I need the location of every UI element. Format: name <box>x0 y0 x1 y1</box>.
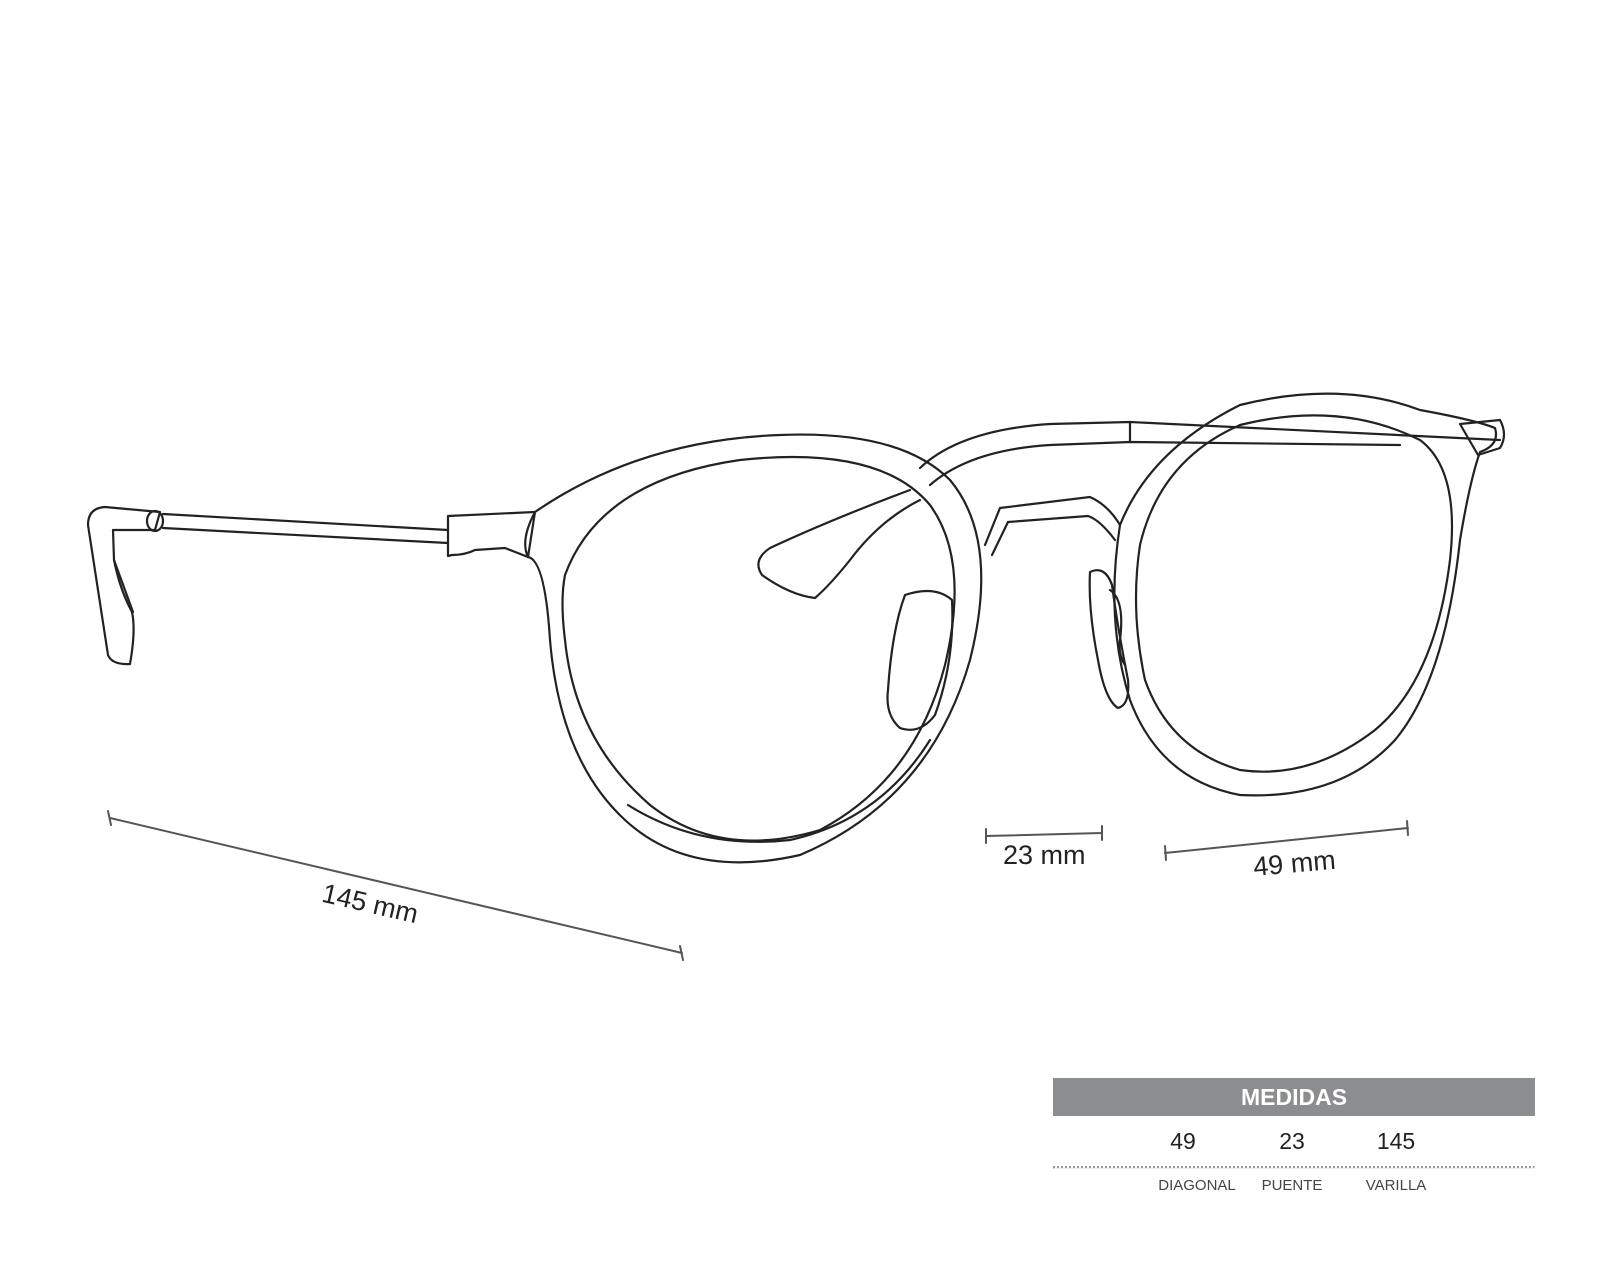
temple-label: VARILLA <box>1365 1177 1427 1194</box>
bridge-dimension-label: 23 mm <box>1003 840 1086 870</box>
temple-dimension-line <box>107 810 684 961</box>
far-temple-arm <box>918 420 1502 487</box>
left-hinge-ball <box>145 509 165 533</box>
diagonal-label: DIAGONAL <box>1158 1177 1236 1194</box>
temple-value: 145 <box>1376 1128 1416 1154</box>
left-lens-inner <box>561 455 956 842</box>
table-title: MEDIDAS <box>1053 1078 1535 1116</box>
right-lens-inner <box>1134 414 1454 773</box>
values-row: 49 23 145 <box>1053 1116 1535 1166</box>
bridge-label: PUENTE <box>1261 1177 1323 1194</box>
left-end-piece <box>446 510 537 559</box>
left-nose-pad <box>886 589 954 731</box>
bridge-value: 23 <box>1279 1128 1305 1154</box>
right-end-piece <box>1458 418 1506 457</box>
dimension-lines <box>107 810 1409 961</box>
left-temple-tip-inner <box>112 558 135 614</box>
bridge <box>983 495 1122 557</box>
lens-dimension-line <box>1164 820 1409 861</box>
left-temple-tip <box>86 505 162 666</box>
measurements-table: MEDIDAS 49 23 145 DIAGONAL PUENTE VARILL… <box>1053 1078 1535 1219</box>
labels-row: DIAGONAL PUENTE VARILLA <box>1053 1169 1535 1219</box>
diagonal-value: 49 <box>1170 1128 1196 1154</box>
dotted-divider <box>1053 1166 1535 1169</box>
left-frame-outer <box>526 433 983 864</box>
right-nose-pad <box>1088 569 1130 710</box>
left-temple-arm <box>161 512 450 545</box>
bridge-dimension-line <box>985 825 1103 844</box>
far-temple-tip <box>757 488 922 600</box>
right-pad-arm <box>1108 588 1127 667</box>
left-frame-rim <box>626 738 932 843</box>
right-frame-outer <box>1113 392 1498 797</box>
